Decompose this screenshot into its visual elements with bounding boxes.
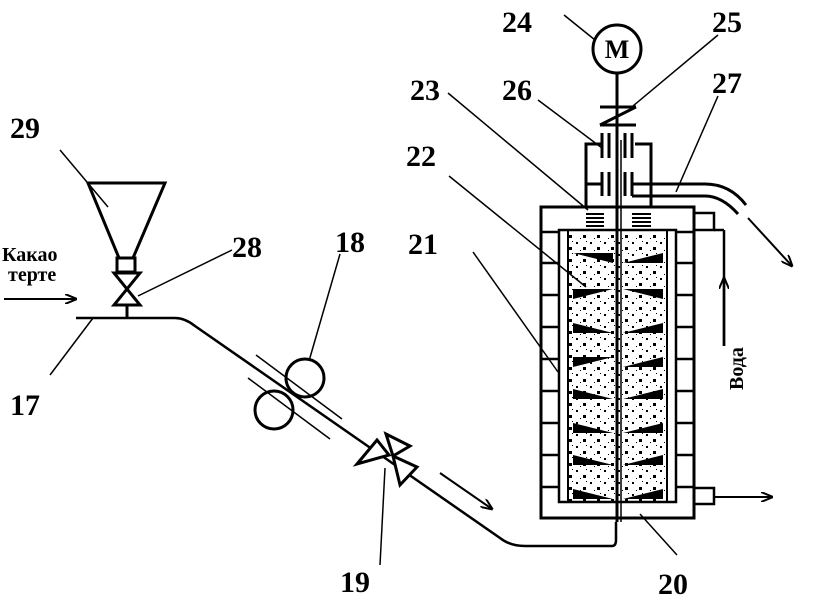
callout-24: 24 xyxy=(502,6,532,39)
callout-23: 23 xyxy=(410,74,440,107)
callout-28: 28 xyxy=(232,231,262,264)
water-label: Вода xyxy=(726,347,748,390)
inlet-label-line1: Какао xyxy=(2,244,57,266)
dosing-valve xyxy=(110,271,144,318)
callout-18: 18 xyxy=(335,226,365,259)
callout-20: 20 xyxy=(658,568,688,601)
callout-25: 25 xyxy=(712,6,742,39)
motor: M xyxy=(591,23,643,107)
pump xyxy=(352,431,420,489)
rollers xyxy=(247,354,343,440)
callout-22: 22 xyxy=(406,140,436,173)
callout-29: 29 xyxy=(10,112,40,145)
callout-26: 26 xyxy=(502,74,532,107)
inlet-label-line2: терте xyxy=(8,264,56,286)
leader-lines xyxy=(49,14,719,566)
feed-pipeline xyxy=(76,316,618,548)
inlet-label: Какао терте xyxy=(2,244,76,299)
stirrer xyxy=(573,100,663,522)
callout-numbers: 29 28 17 18 19 20 21 22 23 24 25 26 27 xyxy=(10,6,742,601)
flow-arrow xyxy=(439,472,492,509)
hopper xyxy=(85,181,168,274)
callout-17: 17 xyxy=(10,389,40,422)
callout-27: 27 xyxy=(712,67,742,100)
callout-19: 19 xyxy=(340,566,370,599)
motor-symbol: M xyxy=(605,35,630,64)
vapor-outlet xyxy=(632,182,792,266)
callout-21: 21 xyxy=(408,228,438,261)
water-circuit xyxy=(694,211,772,506)
